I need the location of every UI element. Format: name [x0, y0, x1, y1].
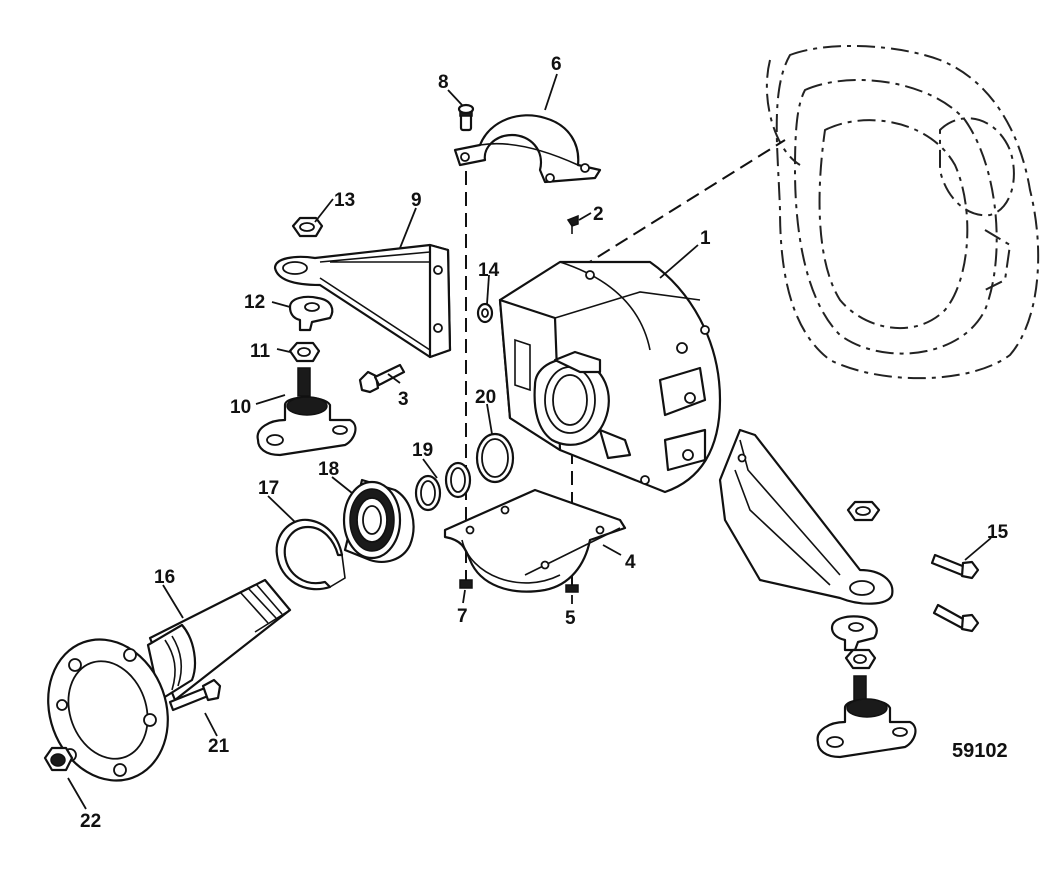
part-7-screw — [459, 579, 473, 589]
part-6-upper-bearing-cap — [453, 114, 602, 184]
support-bracket-right — [718, 428, 894, 605]
part-17-retaining-ring — [275, 518, 346, 591]
callout-5: 5 — [565, 608, 576, 629]
diagram-reference-number: 59102 — [952, 740, 1008, 762]
callout-3: 3 — [398, 389, 409, 410]
nut-right-lower — [844, 648, 877, 670]
part-2-screw — [566, 214, 579, 234]
engine-mount-right — [816, 675, 917, 759]
part-1-drive-shaft-housing — [498, 260, 722, 494]
callout-19: 19 — [412, 440, 433, 461]
callout-7: 7 — [457, 606, 468, 627]
part-3-bolt — [358, 363, 406, 394]
part-21-bolt — [168, 678, 222, 712]
callout-13: 13 — [334, 190, 355, 211]
callout-22: 22 — [80, 811, 101, 832]
callout-10: 10 — [230, 397, 251, 418]
part-9-support-bracket-left — [273, 243, 452, 359]
callout-21: 21 — [208, 736, 230, 757]
callout-9: 9 — [411, 190, 422, 211]
part-5-screw — [565, 580, 579, 593]
part-8-screw — [457, 103, 475, 132]
callout-2: 2 — [593, 204, 604, 225]
engine-housing-phantom-outline — [765, 44, 1040, 380]
callout-labels: 1 2 3 4 5 6 7 8 9 10 11 12 13 14 15 16 1… — [80, 54, 1009, 832]
part-22-nut — [43, 746, 74, 772]
callout-1: 1 — [700, 228, 711, 249]
part-12-tab-washer — [288, 295, 334, 332]
part-14-washer — [476, 302, 494, 324]
callout-11: 11 — [250, 341, 271, 362]
callout-15: 15 — [987, 522, 1009, 543]
part-4-lower-bearing-cap — [443, 488, 627, 593]
callout-leader-lines — [67, 73, 992, 810]
part-15-bolts — [930, 553, 980, 633]
callout-17: 17 — [258, 478, 279, 499]
callout-18: 18 — [318, 459, 339, 480]
part-13-nut — [291, 216, 324, 238]
part-11-nut — [288, 341, 321, 363]
part-10-engine-mount-left — [256, 367, 357, 457]
callout-4: 4 — [625, 552, 636, 573]
part-18-bearing — [342, 478, 415, 563]
callout-20: 20 — [475, 387, 496, 408]
callout-8: 8 — [438, 72, 449, 93]
tab-washer-right — [830, 615, 878, 652]
callout-16: 16 — [154, 567, 175, 588]
part-20-snap-ring — [475, 432, 515, 484]
nut-right-upper — [846, 500, 881, 522]
callout-12: 12 — [244, 292, 265, 313]
callout-14: 14 — [478, 260, 500, 281]
callout-6: 6 — [551, 54, 562, 75]
part-19-shims — [414, 461, 472, 512]
